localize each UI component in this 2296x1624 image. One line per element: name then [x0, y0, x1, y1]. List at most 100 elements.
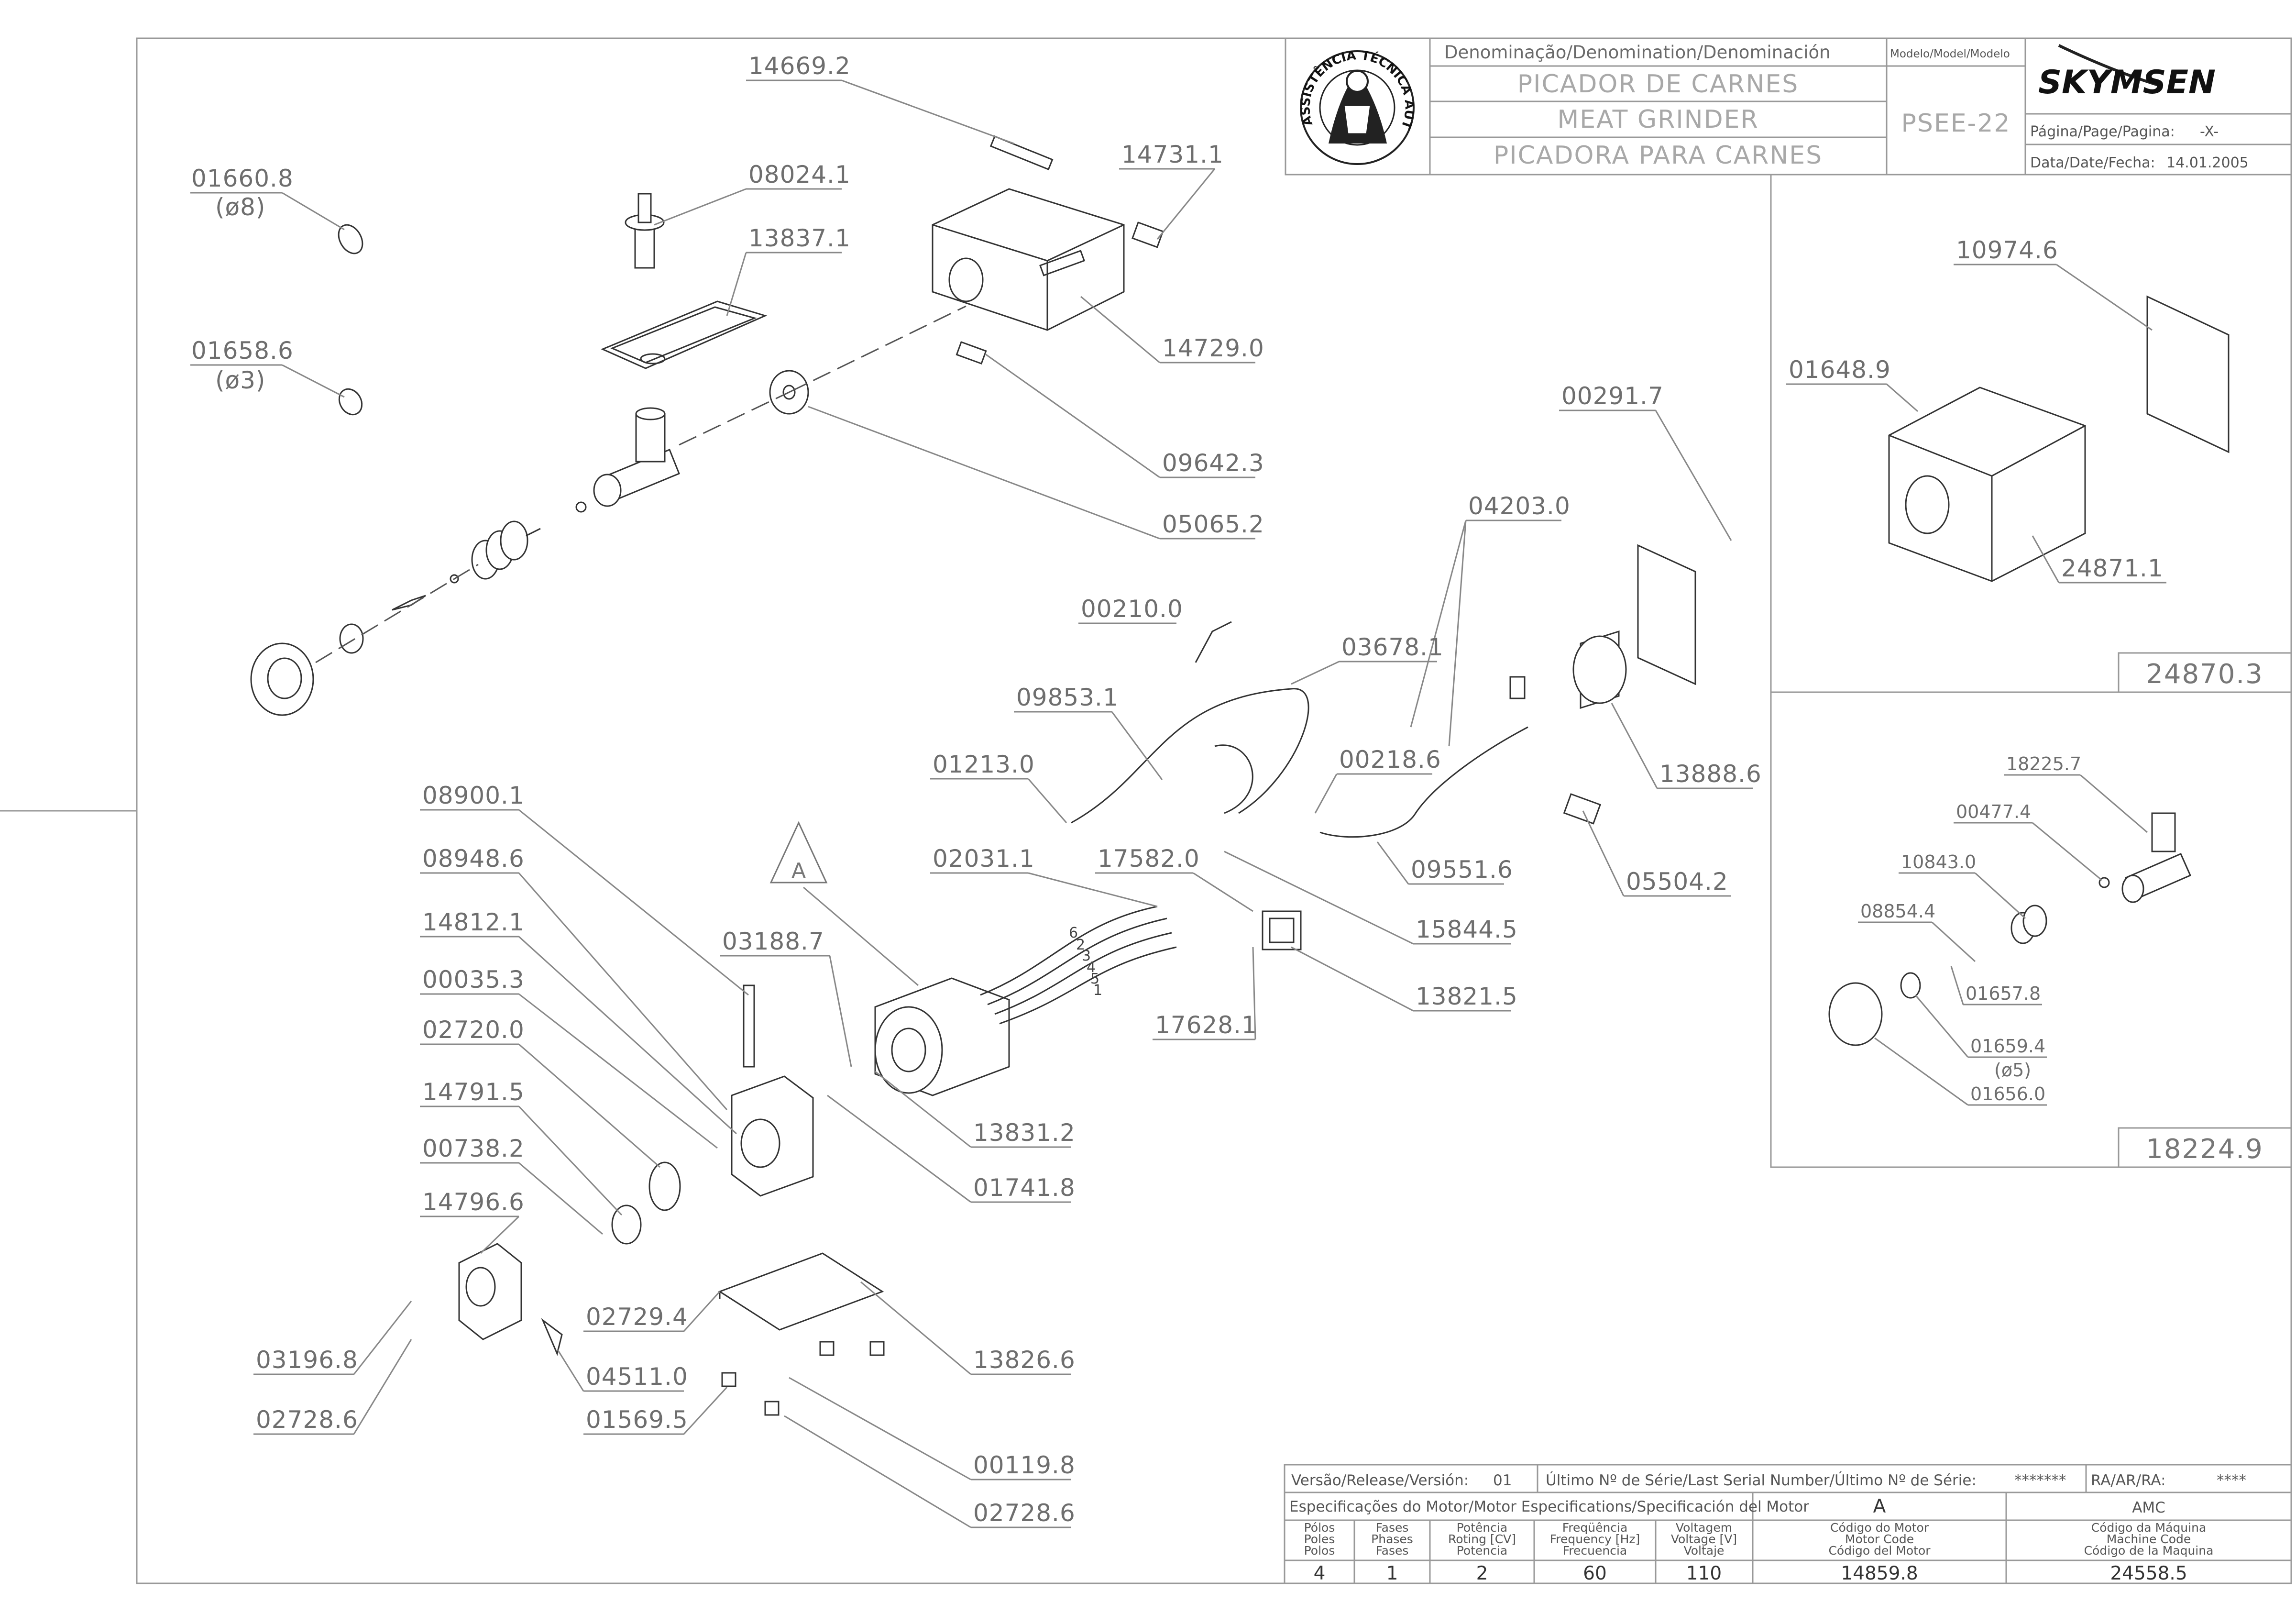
- feed-screw: [471, 520, 541, 580]
- part-label: 05504.2: [1626, 868, 1728, 895]
- cutting-plate: [339, 623, 364, 654]
- callout-A-letter: A: [791, 859, 806, 883]
- part-label: 10974.6: [1956, 236, 2058, 264]
- part-label: 02728.6: [973, 1499, 1076, 1527]
- knife-04511: [541, 1318, 563, 1356]
- voltage-header-pt: Voltagem: [1676, 1521, 1732, 1535]
- tray: [601, 300, 768, 369]
- wire-number: 4: [1087, 959, 1096, 976]
- motor-13831: [874, 977, 1010, 1096]
- poles-header-pt: Pólos: [1304, 1521, 1335, 1535]
- part-label: 13837.1: [748, 224, 851, 252]
- part-label: 02031.1: [933, 845, 1035, 873]
- machine-code-value: 24558.5: [2110, 1563, 2187, 1584]
- brand-name: SKYMSEN: [2038, 64, 2216, 101]
- part-label: 02720.0: [422, 1016, 525, 1044]
- part-label: 08948.6: [422, 845, 525, 873]
- poles-header-es: Polos: [1304, 1544, 1335, 1558]
- wire-number: 5: [1090, 971, 1099, 987]
- inset-panels: 24870.3 18224.9: [1770, 174, 2292, 1168]
- voltage-header-es: Voltaje: [1684, 1544, 1725, 1558]
- part-label: 01656.0: [1970, 1083, 2045, 1105]
- part-label: 02728.6: [256, 1406, 358, 1434]
- serial-value: *******: [2014, 1472, 2066, 1489]
- power-header-es: Potencia: [1457, 1544, 1508, 1558]
- product-name-es: PICADORA PARA CARNES: [1494, 141, 1823, 170]
- part-label: 08854.4: [1860, 901, 1935, 922]
- motor-code-header-es: Código del Motor: [1828, 1544, 1931, 1558]
- voltage-header-en: Voltage [V]: [1671, 1532, 1737, 1546]
- label-plate-09642: [956, 341, 987, 365]
- part-label: 08900.1: [422, 782, 525, 809]
- frequency-header-es: Frecuencia: [1563, 1544, 1627, 1558]
- serial-label: Último Nº de Série/Last Serial Number/Úl…: [1546, 1471, 1977, 1489]
- part-label: 02729.4: [586, 1303, 688, 1331]
- part-label: 13888.6: [1659, 760, 1762, 788]
- model-header: Modelo/Model/Modelo: [1890, 48, 2010, 60]
- part-label: 24871.1: [2061, 554, 2164, 582]
- power-header-pt: Potência: [1457, 1521, 1508, 1535]
- part-label: 01569.5: [586, 1406, 688, 1434]
- ra-value: ****: [2217, 1472, 2246, 1489]
- voltage-value: 110: [1686, 1563, 1722, 1584]
- phases-value: 1: [1386, 1563, 1398, 1584]
- part-label: (ø3): [215, 366, 265, 394]
- part-label: 17582.0: [1098, 845, 1200, 873]
- sieve-8mm: [338, 224, 363, 254]
- part-label: 09551.6: [1411, 856, 1513, 884]
- spec-header-cells: Pólos Poles Polos Fases Phases Fases Pot…: [1304, 1521, 2214, 1558]
- seal-text: ASSISTÊNCIA TÉCNICA AUTORIZADA: [0, 0, 1417, 131]
- part-label: 14812.1: [422, 908, 525, 936]
- part-label: 17628.1: [1155, 1011, 1257, 1039]
- front-housing-14796: [458, 1243, 522, 1340]
- column-amc-label: AMC: [2132, 1499, 2165, 1516]
- part-label: 00738.2: [422, 1135, 525, 1162]
- gear-14791: [611, 1204, 642, 1245]
- ra-label: RA/AR/RA:: [2091, 1472, 2166, 1489]
- part-label: 00218.6: [1339, 746, 1441, 773]
- poles-value: 4: [1314, 1563, 1326, 1584]
- base-plate-13826: [718, 1252, 884, 1331]
- motor-spec-label: Especificações do Motor/Motor Especifica…: [1289, 1498, 1809, 1515]
- rear-plate: [1572, 544, 1696, 709]
- motor-spec-table: Versão/Release/Versión: 01 Último Nº de …: [1284, 1464, 2292, 1584]
- phases-header-en: Phases: [1371, 1532, 1413, 1546]
- part-label: 04511.0: [586, 1363, 688, 1391]
- label-plate-14731: [1132, 221, 1164, 248]
- wire-harness-09853: [1071, 688, 1309, 824]
- model-value: PSEE-22: [1901, 109, 2010, 138]
- page-label: Página/Page/Pagina:: [2030, 123, 2175, 140]
- product-name-pt: PICADOR DE CARNES: [1517, 70, 1799, 99]
- power-value: 2: [1476, 1563, 1488, 1584]
- part-label: 15844.5: [1416, 916, 1518, 943]
- part-label: 01213.0: [933, 751, 1035, 778]
- knife: [392, 595, 426, 611]
- part-label: 14731.1: [1121, 141, 1224, 168]
- part-label: 09642.3: [1162, 449, 1264, 477]
- part-label: 14791.5: [422, 1078, 525, 1106]
- phases-header-es: Fases: [1376, 1544, 1409, 1558]
- label-05504: [1563, 793, 1602, 825]
- part-label: 00119.8: [973, 1451, 1076, 1479]
- machine-code-header-es: Código de la Maquina: [2084, 1544, 2214, 1558]
- part-label: 03196.8: [256, 1346, 358, 1374]
- product-name-en: MEAT GRINDER: [1557, 105, 1758, 134]
- part-label: 01741.8: [973, 1174, 1076, 1202]
- phases-header-pt: Fases: [1376, 1521, 1409, 1535]
- part-illustrations: [250, 135, 2230, 1416]
- plug-04203: [1509, 676, 1526, 699]
- part-label: 00035.3: [422, 966, 525, 994]
- part-labels: 14669.2 01660.8 (ø8) 08024.1 13837.1 147…: [190, 52, 2166, 1528]
- switch-13821: [1262, 910, 1302, 950]
- wire-number: 1: [1093, 982, 1102, 999]
- version-label: Versão/Release/Versión:: [1291, 1472, 1469, 1489]
- poles-header-en: Poles: [1304, 1532, 1335, 1546]
- inset-bottom-ref: 18224.9: [2146, 1134, 2263, 1165]
- part-label: 10843.0: [1901, 851, 1976, 873]
- wire-number: 6: [1069, 925, 1078, 941]
- part-label: 01658.6: [191, 337, 294, 365]
- inset-mincer: [1828, 812, 2191, 1046]
- wire-number: 2: [1076, 937, 1085, 953]
- version-value: 01: [1493, 1472, 1512, 1489]
